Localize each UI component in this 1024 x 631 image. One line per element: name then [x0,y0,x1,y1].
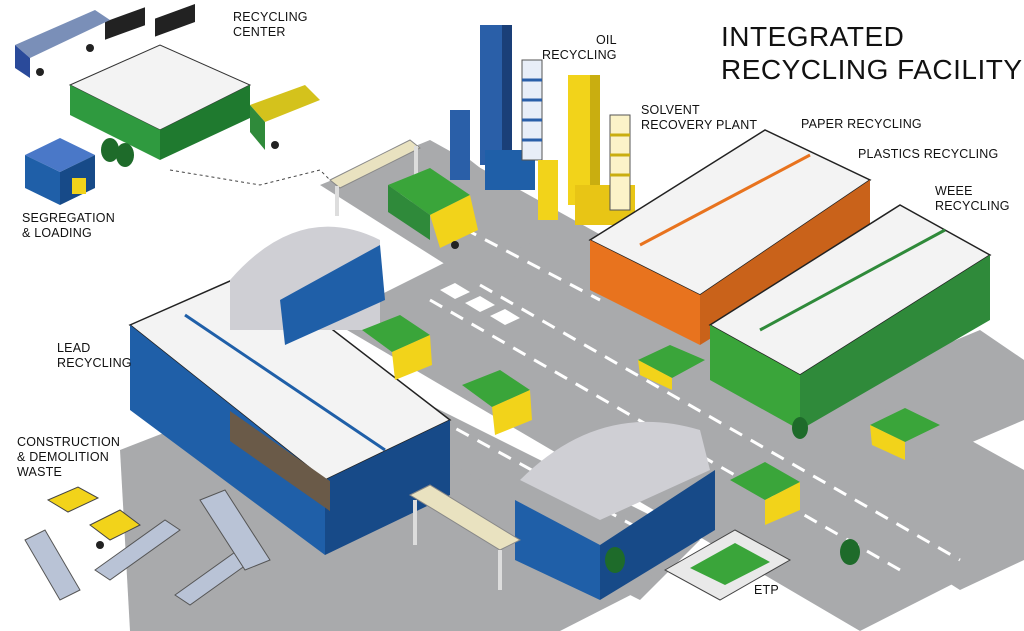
label-segregation-loading: SEGREGATION & LOADING [22,211,115,240]
label-weee-recycling: WEEE RECYCLING [935,184,1010,213]
label-etp: ETP [754,583,779,597]
truck-icon [250,85,320,150]
tree-icon [101,138,134,167]
truck-icon [46,486,100,513]
conveyor-icon [24,489,271,606]
weee-recycling-building [708,204,992,430]
label-lead-recycling: LEAD RECYCLING [57,341,132,370]
label-plastics-recycling: PLASTICS RECYCLING [858,147,999,161]
page-title: INTEGRATED RECYCLING FACILITY [721,21,1023,85]
label-solvent-recovery: SOLVENT RECOVERY PLANT [641,103,758,132]
truck-icon [362,315,432,380]
label-paper-recycling: PAPER RECYCLING [801,117,922,131]
recycling-center-building [68,4,252,160]
truck-icon [388,168,478,249]
gate-icon [329,139,421,216]
etp-tank [663,529,792,601]
lead-annex-building [230,226,385,345]
label-oil-recycling: OIL RECYCLING [542,33,617,62]
truck-icon [730,462,800,525]
chimney-icon [521,59,543,161]
truck-icon [870,408,940,460]
chimney-icon [609,114,631,211]
flow-path [169,169,331,186]
excavator-icon [89,509,141,549]
tree-icon [605,417,860,573]
small-blue-building [515,421,715,600]
truck-icon [462,370,532,435]
lead-recycling-building [128,269,452,555]
gate-icon [408,484,522,590]
solvent-recovery-plant [538,75,635,225]
crosswalk [440,283,520,325]
truck-icon [638,345,705,390]
oil-recycling-plant [450,25,535,190]
label-recycling-center: RECYCLING CENTER [233,10,308,39]
label-construction-demolition: CONSTRUCTION & DEMOLITION WASTE [17,435,121,479]
truck-icon [15,10,110,78]
segregation-shed [25,138,95,205]
